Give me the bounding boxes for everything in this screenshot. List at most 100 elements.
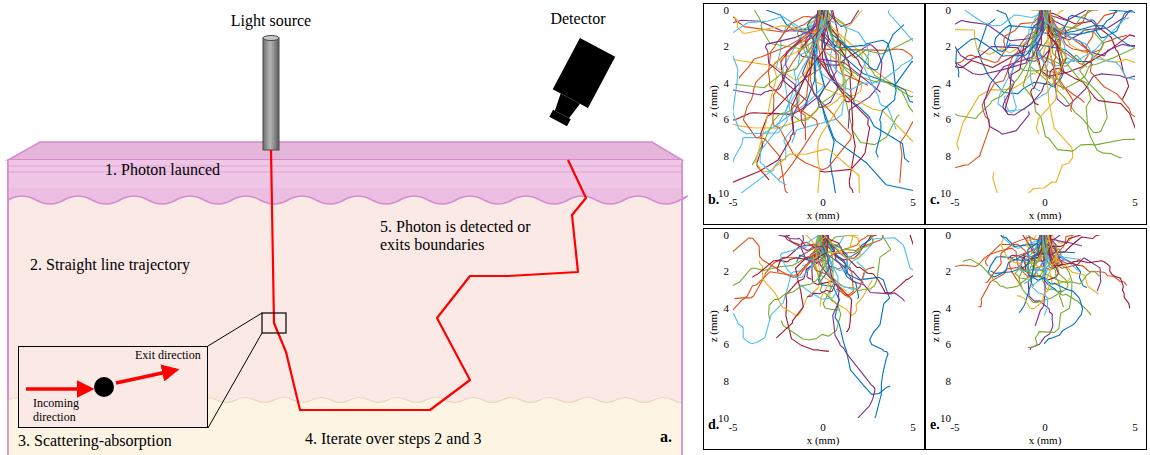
- inset-box: Exit directionIncoming direction: [18, 346, 208, 428]
- axis-tick: -5: [728, 196, 737, 209]
- photon-path: [271, 150, 586, 410]
- axis-tick: 2: [946, 265, 952, 278]
- panel-letter: d.: [708, 417, 719, 433]
- skin-block: [8, 142, 688, 455]
- trajectory: [739, 10, 819, 78]
- trajectory: [1036, 10, 1058, 134]
- trajectory: [1044, 10, 1122, 158]
- plot-panel: e.: [925, 228, 1147, 450]
- trajectory: [791, 10, 851, 120]
- axis-tick: 2: [724, 40, 730, 53]
- trajectory: [1023, 10, 1135, 178]
- panel-letter: e.: [930, 417, 940, 433]
- trajectory: [965, 10, 1048, 26]
- trajectory: [1050, 10, 1135, 125]
- plot-panel: c.: [925, 3, 1147, 225]
- trajectory: [733, 235, 821, 344]
- axis-tick: 5: [1132, 196, 1138, 209]
- trajectory: [1043, 10, 1130, 38]
- axis-tick: 6: [724, 338, 730, 351]
- photon-trajectories: [733, 235, 913, 418]
- trajectory: [811, 235, 874, 297]
- axis-tick: 0: [724, 229, 730, 242]
- axis-tick: 8: [946, 375, 952, 388]
- axis-tick: 8: [946, 150, 952, 163]
- zoom-leader: [208, 333, 262, 428]
- trajectory: [1019, 235, 1068, 303]
- inset-caption: Incoming direction: [33, 397, 95, 425]
- axis-tick: 0: [946, 4, 952, 17]
- axis-tick: 10: [940, 412, 951, 425]
- step-label: 4. Iterate over steps 2 and 3: [305, 430, 481, 448]
- axis-tick: 6: [946, 113, 952, 126]
- axis-title: x (mm): [1029, 434, 1062, 447]
- zoom-leader: [208, 313, 262, 346]
- trajectory: [1046, 235, 1100, 284]
- axis-tick: 0: [1042, 421, 1048, 434]
- trajectory: [824, 235, 860, 258]
- trajectory: [1043, 10, 1135, 111]
- axis-tick: 5: [1132, 421, 1138, 434]
- light-source: [263, 36, 279, 151]
- axis-tick: 5: [910, 196, 916, 209]
- trajectory: [781, 235, 818, 277]
- axis-tick: 5: [910, 421, 916, 434]
- axis-tick: 4: [946, 77, 952, 90]
- zoom-square: [262, 313, 286, 333]
- device-label: Detector: [550, 10, 605, 28]
- trajectory: [1049, 235, 1074, 256]
- photon-trajectories: [733, 10, 913, 193]
- trajectory: [733, 10, 829, 193]
- step-label: 3. Scattering-absorption: [18, 432, 172, 450]
- panel-letter: c.: [930, 192, 940, 208]
- trajectory: [827, 10, 899, 145]
- trajectory: [984, 10, 1044, 134]
- trajectory: [1049, 10, 1065, 85]
- axis-tick: -5: [950, 421, 959, 434]
- trajectory: [956, 10, 1045, 77]
- axis-tick: 10: [718, 412, 729, 425]
- trajectory: [1043, 235, 1053, 290]
- trajectory: [756, 10, 913, 193]
- axis-tick: 8: [724, 375, 730, 388]
- axis-title: z (mm): [707, 310, 720, 342]
- axis-tick: 6: [946, 338, 952, 351]
- trajectory: [733, 235, 821, 289]
- trajectory: [825, 235, 872, 257]
- step-label: 2. Straight line trajectory: [30, 256, 190, 274]
- photon-trajectories: [955, 10, 1135, 193]
- plot-panel: b.: [703, 3, 925, 225]
- trajectory: [1049, 235, 1130, 308]
- trajectory: [816, 10, 913, 90]
- trajectory: [816, 10, 896, 158]
- step-label: 5. Photon is detected or exits boundarie…: [380, 218, 558, 255]
- axis-tick: 6: [724, 113, 730, 126]
- panel-letter: a.: [660, 428, 672, 446]
- trajectory: [1048, 10, 1135, 182]
- panel-letter: b.: [708, 192, 719, 208]
- axis-tick: 10: [718, 187, 729, 200]
- axis-title: z (mm): [707, 85, 720, 117]
- scattering-inset: [18, 346, 208, 428]
- trajectory: [1017, 235, 1057, 309]
- trajectory: [735, 10, 820, 88]
- axis-tick: 10: [940, 187, 951, 200]
- axis-title: z (mm): [929, 310, 942, 342]
- trajectory: [760, 10, 827, 185]
- axis-tick: 0: [724, 4, 730, 17]
- trajectory: [823, 10, 896, 130]
- axis-title: x (mm): [807, 434, 840, 447]
- plot-panel: d.: [703, 228, 925, 450]
- trajectory: [827, 235, 889, 418]
- trajectory: [828, 10, 913, 193]
- device-label: Light source: [231, 12, 311, 30]
- trajectory: [733, 10, 819, 32]
- trajectory: [733, 10, 845, 193]
- axis-tick: 0: [820, 421, 826, 434]
- trajectory: [759, 235, 819, 315]
- axis-tick: 4: [946, 302, 952, 315]
- axis-title: z (mm): [929, 85, 942, 117]
- axis-tick: 8: [724, 150, 730, 163]
- trajectory: [818, 235, 875, 418]
- axis-tick: 2: [724, 265, 730, 278]
